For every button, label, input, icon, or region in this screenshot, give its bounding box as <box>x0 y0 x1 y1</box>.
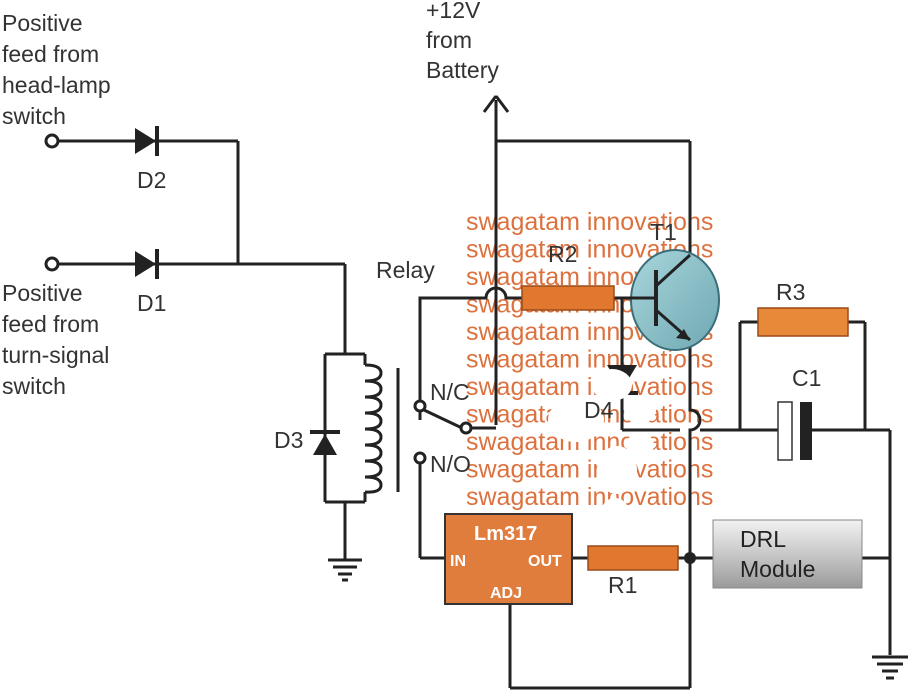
watermark-line: swagatam innovations <box>466 483 713 511</box>
drl-label-line2: Module <box>740 556 815 582</box>
turnsignal-terminal <box>44 256 60 272</box>
lm317-in-pin: IN <box>450 553 466 570</box>
label-t1: T1 <box>650 219 677 245</box>
turnsignal-label-3: turn-signal <box>2 342 109 368</box>
headlamp-terminal <box>44 133 60 149</box>
headlamp-label-2: feed from <box>2 41 99 67</box>
turnsignal-label-2: feed from <box>2 311 99 337</box>
battery-arrow <box>482 95 510 113</box>
resistor-r3 <box>757 307 849 337</box>
diode-d1 <box>135 249 159 279</box>
no-contact <box>413 451 427 465</box>
ground-relay <box>328 558 362 582</box>
label-d4: D4 <box>584 397 614 423</box>
diode-d3 <box>310 430 340 455</box>
drl-label-line1: DRL <box>740 526 786 552</box>
battery-label-1: +12V <box>426 0 481 23</box>
watermark-line: swagatam innovations <box>466 208 713 236</box>
lm317-name: Lm317 <box>474 523 537 545</box>
ground-output <box>872 655 908 680</box>
relay-coil <box>364 363 400 494</box>
label-d2: D2 <box>137 167 166 193</box>
headlamp-label-1: Positive <box>2 10 83 36</box>
label-c1: C1 <box>792 365 821 391</box>
component-labels: D2 D1 D3 Relay N/C N/O R2 R1 R3 C1 T1 D4 <box>137 167 821 598</box>
label-r2: R2 <box>548 241 577 267</box>
label-r1: R1 <box>608 572 637 598</box>
label-no: N/O <box>430 451 471 477</box>
nc-contact <box>413 399 427 413</box>
label-nc: N/C <box>430 379 470 405</box>
feed-labels: Positive feed from head-lamp switch Posi… <box>2 0 499 399</box>
lm317-regulator: Lm317 IN OUT ADJ <box>444 513 573 605</box>
headlamp-label-4: switch <box>2 103 66 129</box>
label-d1: D1 <box>137 290 166 316</box>
watermark-line: swagatam innovations <box>466 456 713 484</box>
drl-module: DRL Module <box>712 519 863 589</box>
junction-dot <box>684 552 696 564</box>
transistor-t1 <box>618 249 720 351</box>
label-d3: D3 <box>274 427 303 453</box>
battery-label-2: from <box>426 27 472 53</box>
diode-d2 <box>135 126 159 156</box>
turnsignal-label-4: switch <box>2 373 66 399</box>
lm317-out-pin: OUT <box>528 553 562 570</box>
lm317-adj-pin: ADJ <box>490 585 522 602</box>
common-contact <box>459 421 473 435</box>
turnsignal-label-1: Positive <box>2 280 83 306</box>
watermark-gaps <box>548 369 656 522</box>
headlamp-label-3: head-lamp <box>2 72 111 98</box>
resistor-r2 <box>521 285 615 311</box>
label-r3: R3 <box>776 279 805 305</box>
capacitor-c1 <box>777 401 812 461</box>
label-relay: Relay <box>376 257 435 283</box>
resistor-r1 <box>587 545 679 571</box>
watermark-line: swagatam innovations <box>466 373 713 401</box>
battery-label-3: Battery <box>426 57 499 83</box>
